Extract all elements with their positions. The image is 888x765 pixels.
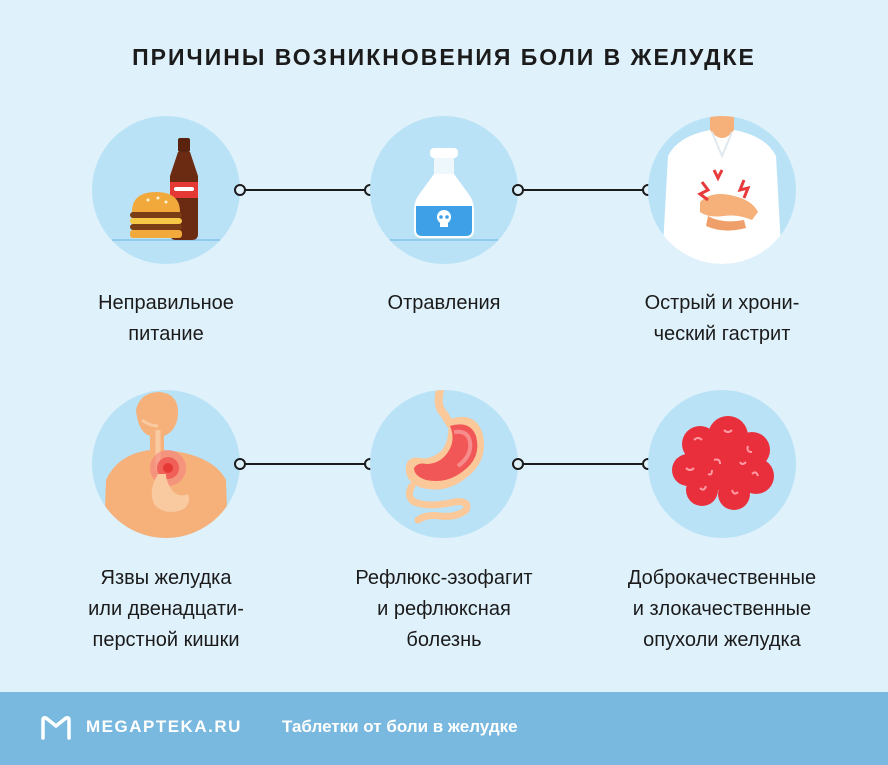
footer-article-link[interactable]: Таблетки от боли в желудке [282, 717, 518, 736]
cause-label-3: Острый и хрони- ческий гастрит [592, 288, 852, 350]
cause-label-3-line-2: ческий гастрит [653, 323, 791, 345]
cause-label-3-line-1: Острый и хрони- [644, 292, 800, 314]
cause-label-6-line-1: Доброкачественные [627, 567, 817, 589]
cause-label-1-line-2: питание [128, 323, 204, 345]
cause-label-5-line-3: болезнь [406, 629, 482, 651]
junk-food-icon [92, 116, 240, 264]
cause-label-6: Доброкачественные и злокачественные опух… [592, 563, 852, 656]
cause-label-6-line-3: опухоли желудка [643, 629, 801, 651]
cause-label-5: Рефлюкс-эзофагит и рефлюксная болезнь [314, 563, 574, 656]
stomach-reflux-icon [370, 390, 518, 538]
page-title: ПРИЧИНЫ ВОЗНИКНОВЕНИЯ БОЛИ В ЖЕЛУДКЕ [132, 44, 756, 70]
cause-label-5-line-2: и рефлюксная [377, 598, 511, 620]
cause-label-4: Язвы желудка или двенадцати- перстной ки… [36, 563, 296, 656]
cause-label-2: Отравления [314, 288, 574, 319]
connector-5-6 [512, 458, 654, 470]
cause-label-4-line-1: Язвы желудка [100, 567, 232, 589]
cause-label-1: Неправильное питание [36, 288, 296, 350]
cause-label-4-line-2: или двенадцати- [88, 598, 244, 620]
footer-bar: MEGAPTEKA.RU Таблетки от боли в желудке [0, 692, 888, 765]
connector-1-2 [234, 184, 376, 196]
megapteka-logo-icon[interactable] [40, 714, 72, 742]
tumor-icon [648, 390, 796, 538]
cause-label-2-line-1: Отравления [387, 292, 501, 314]
cause-label-6-line-2: и злокачественные [632, 598, 812, 620]
cause-label-4-line-3: перстной кишки [92, 629, 240, 651]
brand-name-link[interactable]: MEGAPTEKA.RU [86, 717, 242, 736]
connector-4-5 [234, 458, 376, 470]
cause-label-5-line-1: Рефлюкс-эзофагит [355, 567, 533, 589]
body-ulcer-icon [92, 390, 240, 538]
poison-bottle-icon [370, 116, 518, 264]
cause-label-1-line-1: Неправильное [98, 292, 234, 314]
connector-2-3 [512, 184, 654, 196]
person-stomach-pain-icon [648, 116, 796, 264]
